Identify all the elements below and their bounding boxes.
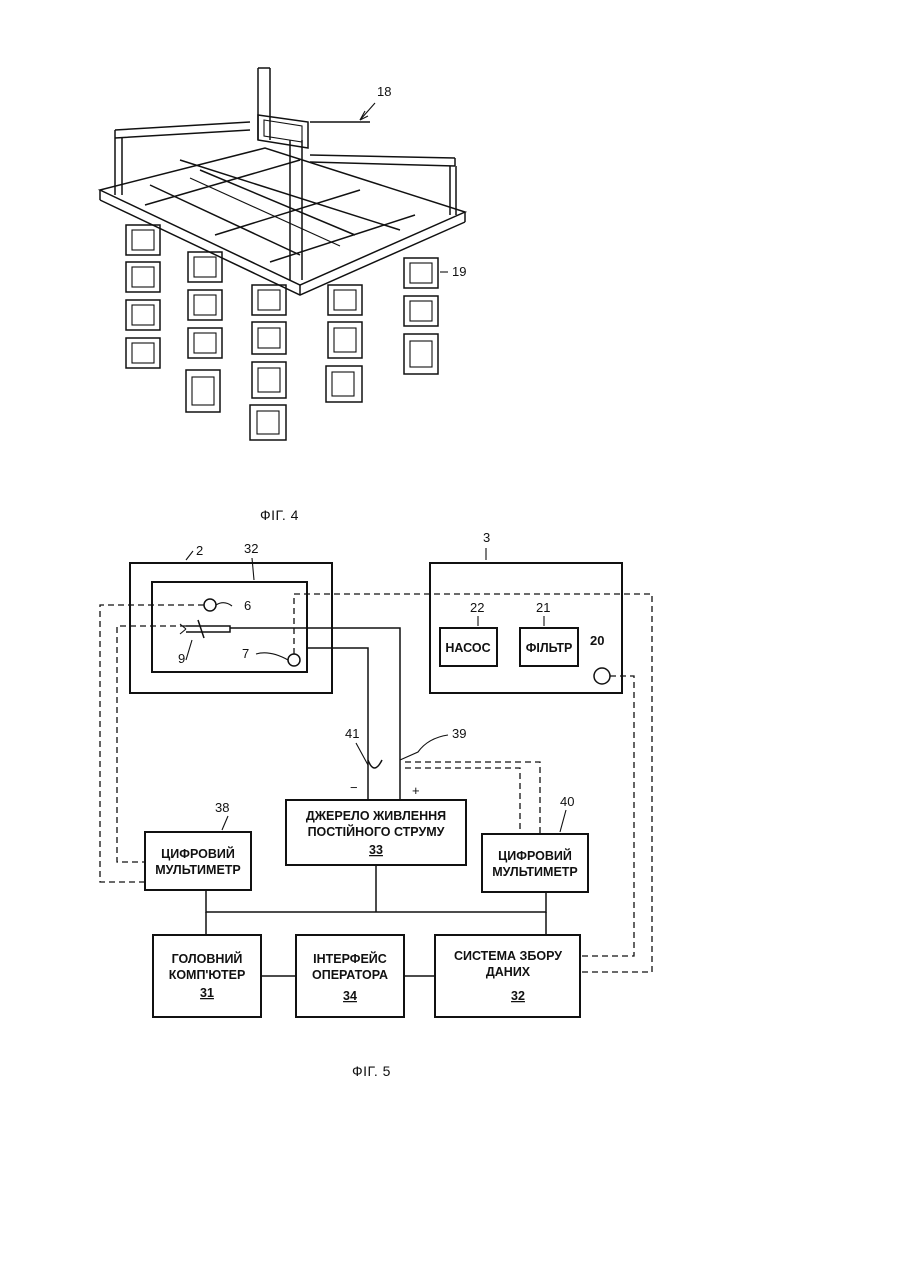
fig5-caption: ФІГ. 5: [352, 1063, 391, 1079]
label-3: 3: [483, 530, 490, 545]
dmm38-line2: МУЛЬТИМЕТР: [155, 863, 241, 877]
power-line2: ПОСТІЙНОГО СТРУМУ: [308, 824, 445, 839]
multimeter-40-block: [482, 834, 588, 892]
label-22: 22: [470, 600, 484, 615]
label-7: 7: [242, 646, 249, 661]
dmm38-line1: ЦИФРОВИЙ: [161, 846, 235, 861]
label-39: 39: [452, 726, 466, 741]
daq-line1: СИСТЕМА ЗБОРУ: [454, 949, 562, 963]
filter-label: ФІЛЬТР: [526, 641, 573, 655]
ui-line1: ІНТЕРФЕЙС: [313, 951, 387, 966]
daq-number: 32: [511, 989, 525, 1003]
sensor-6-icon: [204, 599, 216, 611]
host-number: 31: [200, 986, 214, 1000]
plus-sign: +: [412, 783, 420, 798]
minus-sign: −: [350, 780, 358, 795]
label-6: 6: [244, 598, 251, 613]
daq-line2: ДАНИХ: [486, 965, 531, 979]
ui-line2: ОПЕРАТОРА: [312, 968, 388, 982]
ui-number: 34: [343, 989, 357, 1003]
sensor-20-icon: [594, 668, 610, 684]
fig4-rack-drawing: 18 19: [100, 68, 466, 440]
label-32-cell: 32: [244, 541, 258, 556]
power-line1: ДЖЕРЕЛО ЖИВЛЕННЯ: [306, 809, 446, 823]
label-38: 38: [215, 800, 229, 815]
label-41: 41: [345, 726, 359, 741]
label-2: 2: [196, 543, 203, 558]
power-number: 33: [369, 843, 383, 857]
pump-label: НАСОС: [445, 641, 490, 655]
label-cells-19: 19: [452, 264, 466, 279]
multimeter-38-block: [145, 832, 251, 890]
cell-column-1: [126, 225, 160, 368]
cell-column-5: [404, 258, 438, 374]
cell-column-4: [326, 285, 362, 402]
fig4-caption: ФІГ. 4: [260, 507, 299, 523]
host-line1: ГОЛОВНИЙ: [172, 951, 243, 966]
host-line2: КОМП'ЮТЕР: [169, 968, 246, 982]
electrode-9-icon: [186, 626, 230, 632]
label-40: 40: [560, 794, 574, 809]
cell-column-3: [250, 285, 286, 440]
dmm40-line2: МУЛЬТИМЕТР: [492, 865, 578, 879]
fig5-block-diagram: 2 32 6 9 7 3 НАСОС 22 ФІЛЬТР 21 20: [100, 530, 652, 1017]
label-21: 21: [536, 600, 550, 615]
sensor-7-icon: [288, 654, 300, 666]
label-9: 9: [178, 651, 185, 666]
label-20: 20: [590, 633, 604, 648]
dmm40-line1: ЦИФРОВИЙ: [498, 848, 572, 863]
label-assembly-18: 18: [377, 84, 391, 99]
cell-column-2: [186, 252, 222, 412]
